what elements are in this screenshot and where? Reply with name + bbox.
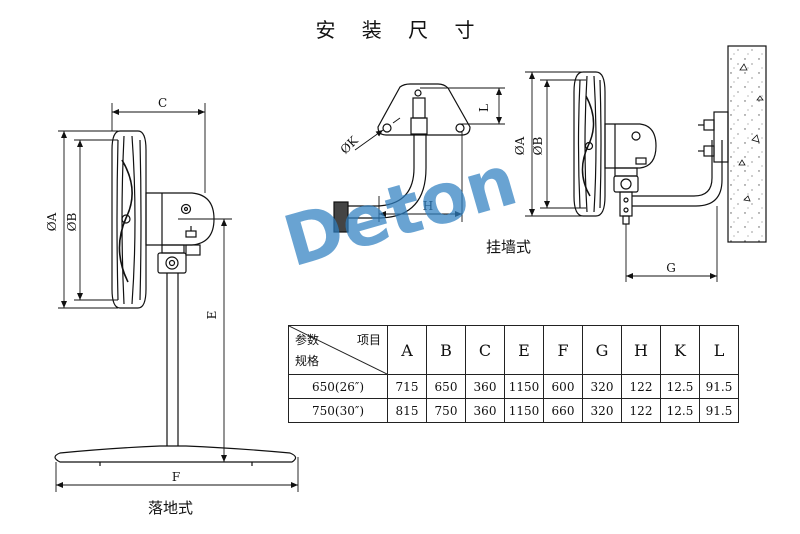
table-corner-cell: 参数 项目 规格 bbox=[288, 325, 388, 375]
column-header: A bbox=[387, 325, 427, 375]
wall-bracket-arm bbox=[632, 140, 713, 197]
fan-blade bbox=[118, 159, 133, 283]
fan-guard bbox=[111, 130, 147, 309]
column-header: B bbox=[426, 325, 466, 375]
header-param: 参数 bbox=[295, 333, 320, 347]
row-spec: 750(30″) bbox=[288, 398, 388, 423]
header-item: 项目 bbox=[356, 333, 381, 347]
table-cell: 1150 bbox=[504, 374, 544, 399]
dim-label-h: H bbox=[423, 199, 433, 213]
dim-label-a: ØA bbox=[45, 212, 59, 231]
table-cell: 650 bbox=[426, 374, 466, 399]
table-row: 750(30″) 815 750 360 1150 660 320 122 12… bbox=[288, 398, 739, 423]
table-cell: 12.5 bbox=[660, 398, 700, 423]
table-cell: 91.5 bbox=[699, 374, 739, 399]
caption-wall-mounted: 挂墙式 bbox=[486, 238, 532, 256]
column-header: H bbox=[621, 325, 661, 375]
bracket-dimensions bbox=[354, 87, 505, 222]
corner-diagonal bbox=[289, 326, 387, 374]
column-header: F bbox=[543, 325, 583, 375]
table-cell: 660 bbox=[543, 398, 583, 423]
watermark-logo: Deton bbox=[275, 139, 525, 283]
column-header: L bbox=[699, 325, 739, 375]
dim-label-l: L bbox=[477, 104, 491, 112]
wall-fan-guard bbox=[573, 71, 606, 217]
column-header: K bbox=[660, 325, 700, 375]
header-spec: 规格 bbox=[295, 354, 320, 368]
table-cell: 91.5 bbox=[699, 398, 739, 423]
floor-stand-fan bbox=[54, 130, 297, 466]
dim-label-b-wall: ØB bbox=[531, 136, 545, 155]
wall-fan-motor bbox=[604, 123, 657, 169]
table-cell: 1150 bbox=[504, 398, 544, 423]
dim-label-f: F bbox=[172, 470, 180, 484]
table-cell: 815 bbox=[387, 398, 427, 423]
wall-dimensions bbox=[525, 71, 718, 282]
table-cell: 12.5 bbox=[660, 374, 700, 399]
table-cell: 320 bbox=[582, 374, 622, 399]
table-cell: 360 bbox=[465, 374, 505, 399]
dim-label-g: G bbox=[666, 261, 676, 275]
dim-label-e: E bbox=[205, 311, 219, 320]
column-header: G bbox=[582, 325, 622, 375]
column-header: E bbox=[504, 325, 544, 375]
table-row: 650(26″) 715 650 360 1150 600 320 122 12… bbox=[288, 374, 739, 399]
table-cell: 320 bbox=[582, 398, 622, 423]
spec-table: 参数 项目 规格 A B C E F G H K L 650(26″) 715 … bbox=[288, 325, 739, 423]
dim-label-b: ØB bbox=[65, 212, 79, 231]
dim-label-c: C bbox=[158, 96, 167, 110]
table-cell: 122 bbox=[621, 398, 661, 423]
table-cell: 750 bbox=[426, 398, 466, 423]
table-cell: 715 bbox=[387, 374, 427, 399]
page-title: 安 装 尺 寸 bbox=[315, 18, 485, 42]
concrete-wall bbox=[727, 45, 767, 243]
wall-mounted-fan bbox=[573, 45, 767, 243]
row-spec: 650(26″) bbox=[288, 374, 388, 399]
caption-floor-stand: 落地式 bbox=[148, 499, 194, 517]
table-cell: 600 bbox=[543, 374, 583, 399]
table-cell: 360 bbox=[465, 398, 505, 423]
column-header: C bbox=[465, 325, 505, 375]
dim-label-k: ØK bbox=[338, 133, 362, 157]
table-cell: 122 bbox=[621, 374, 661, 399]
floor-dimensions bbox=[55, 103, 299, 492]
dim-label-a-wall: ØA bbox=[513, 136, 527, 155]
stand-base bbox=[54, 445, 297, 463]
table-header-row: 参数 项目 规格 A B C E F G H K L bbox=[288, 325, 739, 375]
wall-bracket-detail bbox=[333, 83, 471, 233]
